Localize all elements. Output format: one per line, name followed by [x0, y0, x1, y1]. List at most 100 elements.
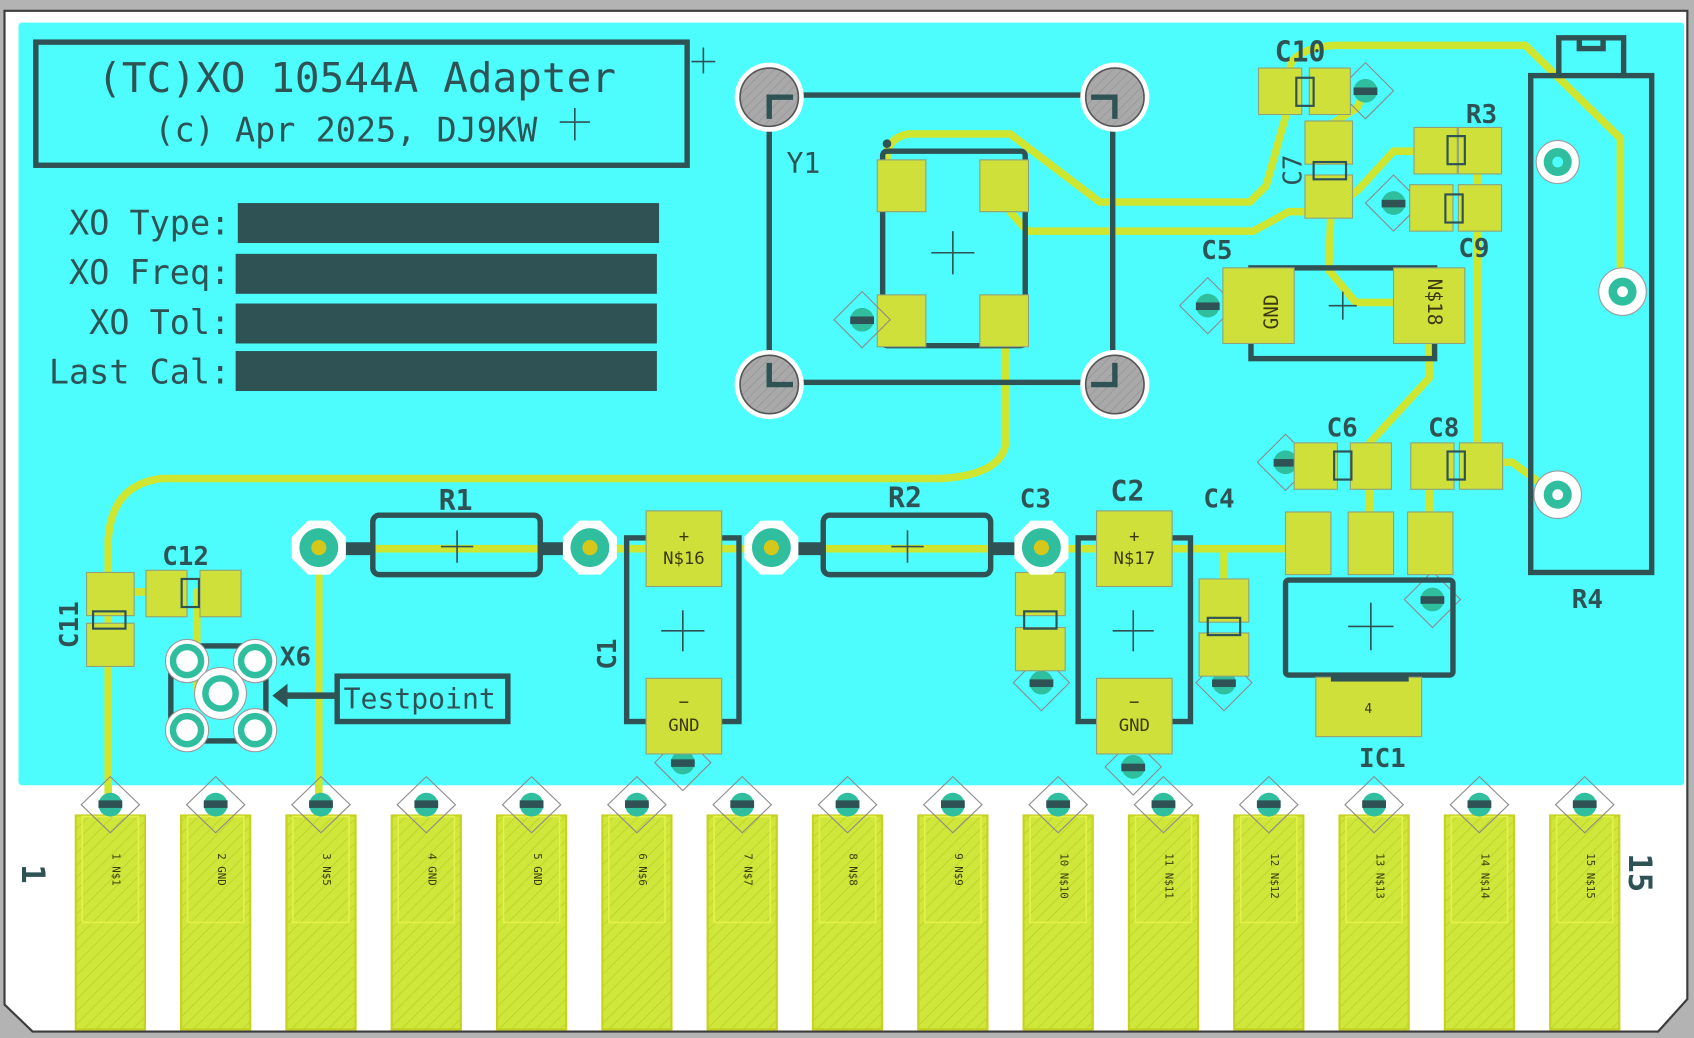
testpoint-label: Testpoint: [344, 683, 496, 716]
via-keepout: [1449, 775, 1510, 834]
via-keepout: [606, 775, 667, 834]
field-label-xo-freq: XO Freq:: [69, 253, 230, 292]
component-ic1[interactable]: 4 IC1: [1282, 511, 1456, 774]
designator-c12: C12: [162, 542, 209, 572]
component-c5[interactable]: C5 GND N$18: [1201, 236, 1466, 362]
edge-finger-label: 15 N$15: [1584, 853, 1597, 899]
via-keepout: [396, 775, 457, 834]
via-marker: [1467, 800, 1492, 808]
field-label-last-cal: Last Cal:: [49, 352, 230, 391]
edge-finger-pin-2[interactable]: 2 GND: [180, 775, 252, 1031]
edge-finger-pin-3[interactable]: 3 N$5: [285, 775, 357, 1031]
via-keepout: [1238, 775, 1299, 834]
field-label-xo-type: XO Type:: [69, 203, 230, 242]
via-keepout: [1554, 775, 1615, 834]
first-pin-marker: 1: [14, 864, 52, 884]
board-title: (TC)XO 10544A Adapter: [97, 54, 616, 102]
component-c9[interactable]: C9: [1409, 184, 1503, 264]
board-subtitle: (c) Apr 2025, DJ9KW: [154, 110, 538, 149]
edge-finger-label: 5 GND: [531, 853, 544, 886]
edge-finger-pin-8[interactable]: 8 N$8: [811, 775, 884, 1031]
component-r2[interactable]: R2: [797, 482, 1016, 578]
component-c7[interactable]: C7: [1279, 120, 1354, 219]
designator-c2: C2: [1111, 475, 1145, 508]
through-hole-pads: [291, 520, 1069, 575]
gnd-via: [833, 290, 891, 349]
edge-finger-label: 3 N$5: [320, 853, 333, 886]
designator-r1: R1: [439, 484, 473, 517]
field-area-xo-tol: [235, 303, 657, 344]
component-c2[interactable]: C2 + N$17 − GND: [1075, 475, 1194, 755]
designator-c7: C7: [1279, 155, 1309, 186]
component-c6[interactable]: C6: [1293, 413, 1392, 490]
via-keepout: [501, 775, 562, 834]
edge-finger-label: 1 N$1: [110, 853, 123, 886]
via-keepout: [185, 775, 246, 834]
edge-finger-pin-14[interactable]: 14 N$14: [1443, 775, 1516, 1031]
edge-finger-pin-10[interactable]: 10 N$10: [1022, 775, 1094, 1031]
title-block: (TC)XO 10544A Adapter (c) Apr 2025, DJ9K…: [33, 39, 716, 168]
via-marker: [414, 800, 439, 808]
edge-finger-label: 7 N$7: [741, 853, 754, 886]
designator-c3: C3: [1020, 485, 1051, 515]
via-marker: [1256, 800, 1281, 808]
via-keepout: [291, 775, 351, 834]
edge-finger-pin-4[interactable]: 4 GND: [390, 775, 462, 1031]
via-keepout: [80, 775, 141, 834]
edge-finger-pin-9[interactable]: 9 N$9: [917, 775, 989, 1031]
via-marker: [98, 800, 123, 808]
component-c12[interactable]: C12: [145, 542, 242, 618]
edge-finger-label: 6 N$6: [636, 853, 649, 886]
component-c1[interactable]: + N$16 − GND C1: [593, 510, 742, 755]
edge-connector: 1 N$1 2 GND 3 N$5 4 GND 5 GND 6 N$6 7 N$7 8 N$8…: [74, 775, 1621, 1031]
component-c3[interactable]: C3: [1014, 485, 1066, 672]
designator-c1: C1: [593, 638, 623, 669]
c5-pad-gnd: GND: [1260, 294, 1283, 329]
via-marker: [1046, 800, 1071, 808]
component-c4[interactable]: C4: [1198, 485, 1250, 677]
via-marker: [1151, 800, 1176, 808]
edge-finger-pin-12[interactable]: 12 N$12: [1233, 775, 1305, 1031]
via-keepout: [1344, 775, 1405, 834]
edge-finger-pin-11[interactable]: 11 N$11: [1127, 775, 1200, 1031]
last-pin-marker: 15: [1621, 853, 1659, 892]
edge-finger-pin-15[interactable]: 15 N$15: [1549, 775, 1621, 1031]
designator-c6: C6: [1327, 413, 1358, 443]
component-r4[interactable]: R4: [1528, 35, 1655, 615]
via-marker: [1362, 800, 1386, 808]
designator-c11: C11: [55, 601, 85, 648]
component-c11[interactable]: C11: [55, 571, 135, 667]
designator-c4: C4: [1203, 485, 1234, 515]
component-r3[interactable]: R3: [1413, 100, 1503, 175]
designator-r2: R2: [888, 482, 922, 515]
c2-minus-mark: −: [1129, 692, 1139, 712]
edge-finger-pin-13[interactable]: 13 N$13: [1338, 775, 1410, 1031]
c1-pad-net: N$16: [663, 549, 705, 569]
edge-finger-label: 12 N$12: [1268, 853, 1281, 899]
component-r1[interactable]: R1: [345, 484, 565, 578]
c1-minus-mark: −: [679, 692, 689, 712]
designator-x6: X6: [280, 642, 311, 672]
designator-c10: C10: [1275, 36, 1326, 69]
component-y1[interactable]: Y1: [734, 62, 1150, 420]
gnd-via: [1012, 653, 1071, 712]
ic1-tab-pin: 4: [1364, 702, 1372, 717]
component-x6[interactable]: X6 Testpoint: [164, 638, 511, 753]
field-area-last-cal: [235, 351, 657, 392]
edge-finger-label: 2 GND: [215, 853, 228, 886]
edge-finger-label: 14 N$14: [1479, 853, 1492, 899]
edge-finger-pin-5[interactable]: 5 GND: [495, 775, 568, 1031]
component-c10[interactable]: C10: [1257, 36, 1351, 116]
component-c8[interactable]: C8: [1410, 413, 1504, 490]
edge-finger-label: 9 N$9: [952, 853, 965, 886]
via-keepout: [712, 775, 773, 834]
label-fields: XO Type: XO Freq: XO Tol: Last Cal:: [49, 203, 660, 392]
edge-finger-pin-1[interactable]: 1 N$1: [74, 775, 146, 1031]
designator-r4: R4: [1572, 585, 1603, 615]
designator-c5: C5: [1201, 236, 1232, 266]
edge-finger-pin-6[interactable]: 6 N$6: [601, 775, 673, 1031]
edge-finger-pin-7[interactable]: 7 N$7: [706, 775, 778, 1031]
designator-c8: C8: [1428, 413, 1459, 443]
c1-pad-gnd: GND: [668, 716, 699, 736]
designator-c9: C9: [1458, 234, 1489, 264]
